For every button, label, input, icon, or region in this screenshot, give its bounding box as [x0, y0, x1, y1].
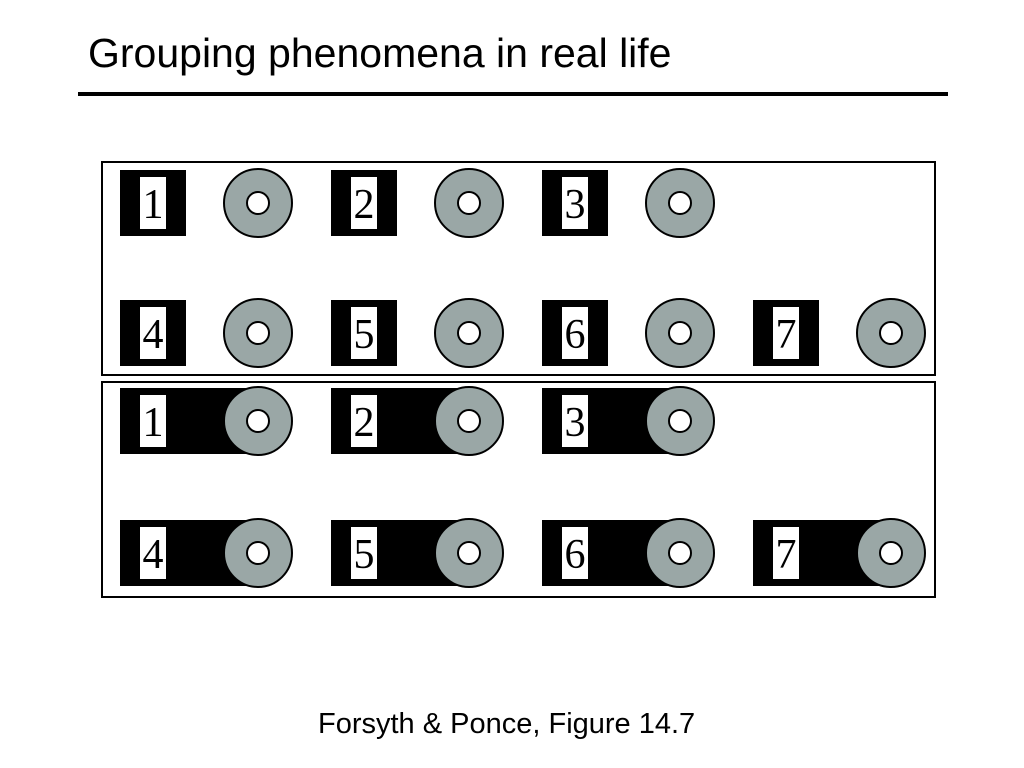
- panel-frame-connected: [101, 381, 936, 598]
- ring-hole: [457, 409, 481, 433]
- label-box: [351, 177, 377, 229]
- item-number-label: 5: [354, 312, 375, 358]
- label-box: [562, 307, 588, 359]
- ring-hole: [246, 321, 270, 345]
- item-number-label: 2: [354, 182, 375, 228]
- ring-hole: [246, 409, 270, 433]
- item-number-label: 2: [354, 400, 375, 446]
- item-number-label: 3: [565, 182, 586, 228]
- item-number-label: 6: [565, 312, 586, 358]
- label-box: [773, 527, 799, 579]
- ring-hole: [668, 321, 692, 345]
- ring-hole: [879, 321, 903, 345]
- slide-title: Grouping phenomena in real life: [88, 30, 672, 76]
- label-box: [562, 177, 588, 229]
- panel-frame-separate: [101, 161, 936, 376]
- label-box: [140, 307, 166, 359]
- ring-hole: [668, 409, 692, 433]
- item-number-label: 4: [143, 312, 164, 358]
- ring-hole: [457, 541, 481, 565]
- item-number-label: 3: [565, 400, 586, 446]
- ring-hole: [457, 321, 481, 345]
- title-rule: [78, 92, 948, 96]
- ring-hole: [668, 191, 692, 215]
- item-number-label: 7: [776, 312, 797, 358]
- ring-hole: [668, 541, 692, 565]
- item-number-label: 5: [354, 532, 375, 578]
- label-box: [562, 395, 588, 447]
- ring-hole: [246, 541, 270, 565]
- item-number-label: 1: [143, 182, 164, 228]
- item-number-label: 4: [143, 532, 164, 578]
- item-number-label: 7: [776, 532, 797, 578]
- ring-hole: [246, 191, 270, 215]
- ring-hole: [457, 191, 481, 215]
- item-number-label: 6: [565, 532, 586, 578]
- label-box: [773, 307, 799, 359]
- label-box: [140, 395, 166, 447]
- label-box: [351, 307, 377, 359]
- label-box: [140, 177, 166, 229]
- item-number-label: 1: [143, 400, 164, 446]
- ring-hole: [879, 541, 903, 565]
- label-box: [562, 527, 588, 579]
- label-box: [140, 527, 166, 579]
- figure-caption: Forsyth & Ponce, Figure 14.7: [318, 708, 696, 740]
- label-box: [351, 395, 377, 447]
- label-box: [351, 527, 377, 579]
